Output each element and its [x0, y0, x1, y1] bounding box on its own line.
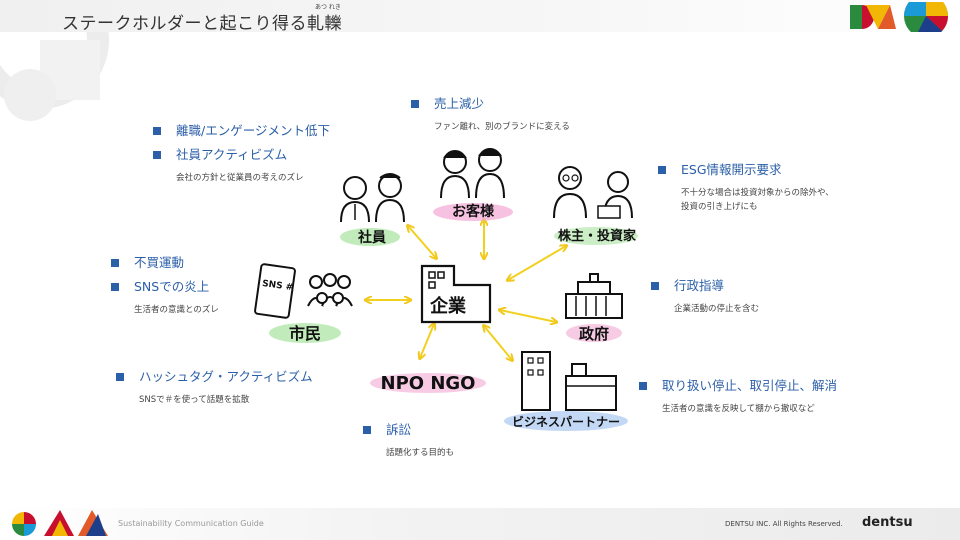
item-title: ESG情報開示要求: [681, 162, 782, 177]
stakeholder-label-npo: NPO NGO: [381, 373, 476, 394]
arrow-npo: [420, 324, 434, 358]
government-highlight: [566, 324, 622, 342]
item-title: 行政指導: [674, 278, 725, 293]
stakeholder-label-citizen: 市民: [289, 324, 321, 343]
footer-copyright: DENTSU INC. All Rights Reserved.: [725, 520, 843, 528]
item-desc: 会社の方針と従業員の考えのズレ: [176, 173, 304, 183]
item-title: 取り扱い停止、取引停止、解消: [662, 378, 838, 393]
stakeholder-label-investor: 株主・投資家: [558, 228, 637, 244]
citizen-figures: [254, 263, 353, 319]
bullet-icon: [111, 283, 119, 291]
partner-highlight: [504, 411, 628, 431]
item-desc-2: 投資の引き上げにも: [681, 202, 758, 212]
stakeholder-label-partner: ビジネスパートナー: [512, 414, 620, 429]
footer-brand-logo: dentsu: [862, 515, 913, 530]
watermark-shape: [0, 0, 109, 121]
item-desc: SNSで＃を使って話題を拡散: [139, 395, 250, 405]
investor-highlight: [554, 227, 638, 245]
title-bar: [0, 0, 960, 32]
item-hashtag-activism: ハッシュタグ・アクティビズム SNSで＃を使って話題を拡散: [116, 368, 313, 407]
government-building: [565, 273, 623, 319]
bullet-icon: [153, 127, 161, 135]
phone-label: SNS #: [261, 279, 293, 293]
item-title: 売上減少: [434, 96, 485, 111]
bullet-icon: [651, 282, 659, 290]
item-esg-disclosure: ESG情報開示要求 不十分な場合は投資対象からの除外や、 投資の引き上げにも: [658, 161, 834, 214]
center-building: [420, 264, 492, 324]
item-desc: 企業活動の停止を含む: [674, 304, 760, 314]
bullet-icon: [411, 100, 419, 108]
item-desc: 生活者の意識を反映して棚から撤収など: [662, 404, 815, 414]
customer-figures: [440, 148, 505, 199]
item-administrative-guidance: 行政指導 企業活動の停止を含む: [651, 277, 759, 316]
item-desc: ファン離れ、別のブランドに変える: [434, 122, 570, 132]
item-trade-suspension: 取り扱い停止、取引停止、解消 生活者の意識を反映して棚から撤収など: [639, 377, 837, 416]
employee-highlight: [340, 228, 400, 246]
item-employee-turnover: 離職/エンゲージメント低下: [153, 122, 330, 140]
center-label: 企業: [429, 295, 467, 317]
item-title: 訴訟: [386, 422, 412, 437]
bullet-icon: [116, 373, 124, 381]
item-title: 不買運動: [134, 255, 185, 270]
employee-figures: [340, 173, 405, 223]
footer-bar: [0, 508, 960, 540]
arrow-government: [500, 310, 556, 322]
item-lawsuit: 訴訟 話題化する目的も: [363, 421, 454, 460]
item-desc: 不十分な場合は投資対象からの除外や、: [681, 188, 834, 198]
bullet-icon: [363, 426, 371, 434]
investor-figures: [553, 166, 633, 219]
item-title: 社員アクティビズム: [176, 147, 288, 162]
item-title: ハッシュタグ・アクティビズム: [139, 369, 313, 384]
bullet-icon: [153, 151, 161, 159]
citizen-highlight: [269, 323, 341, 343]
header-logo: [850, 2, 948, 32]
item-title: 離職/エンゲージメント低下: [176, 123, 330, 138]
stakeholder-label-government: 政府: [579, 325, 609, 343]
item-desc: 生活者の意識とのズレ: [134, 305, 219, 315]
arrows: [366, 220, 566, 360]
item-title: SNSでの炎上: [134, 279, 210, 294]
partner-buildings: [521, 351, 617, 411]
bullet-icon: [639, 382, 647, 390]
item-employee-activism: 社員アクティビズム 会社の方針と従業員の考えのズレ: [153, 146, 304, 185]
stakeholder-label-employee: 社員: [357, 229, 386, 246]
bullet-icon: [658, 166, 666, 174]
item-boycott: 不買運動: [111, 254, 184, 272]
arrow-investor: [508, 246, 566, 280]
bullet-icon: [111, 259, 119, 267]
npo-highlight: [370, 373, 486, 393]
item-sales-decline: 売上減少 ファン離れ、別のブランドに変える: [411, 95, 570, 134]
footer-logo: [12, 510, 108, 536]
arrow-partner: [484, 326, 512, 360]
customer-highlight: [433, 203, 513, 221]
item-desc: 話題化する目的も: [386, 448, 455, 458]
item-sns-flaming: SNSでの炎上 生活者の意識とのズレ: [111, 278, 219, 317]
title-ruby: あつ れき: [315, 4, 341, 11]
arrow-employee: [408, 226, 436, 258]
page-title: ステークホルダーと起こり得る軋轢: [62, 14, 342, 34]
footer-guide-title: Sustainability Communication Guide: [118, 519, 264, 528]
stakeholder-label-customer: お客様: [452, 203, 495, 220]
